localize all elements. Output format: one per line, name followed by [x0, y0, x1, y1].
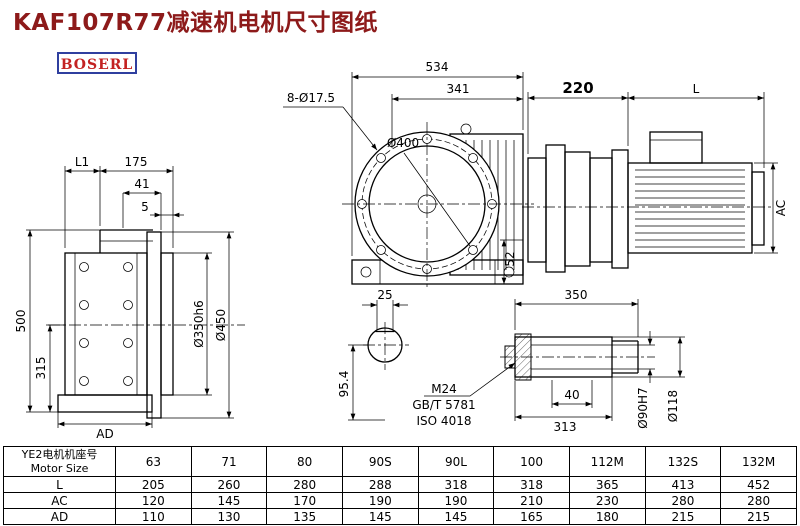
cell: 210 [493, 492, 570, 509]
dim-ad: AD [96, 427, 113, 441]
front-view: Ø400 534 341 8-Ø17.5 52 [283, 60, 534, 290]
cell: 190 [417, 492, 495, 509]
table-header-size: 90L [417, 446, 495, 477]
cell: 205 [115, 476, 192, 493]
table-header-motor-size: YE2电机机座号 Motor Size [3, 446, 116, 477]
cell: 260 [190, 476, 268, 493]
table-header-motor-size-cn: YE2电机机座号 [21, 447, 98, 461]
cell: 170 [266, 492, 343, 509]
dimension-drawing: L1 175 41 5 500 315 AD Ø350h6 Ø450 [14, 60, 788, 441]
dim-l: L [693, 82, 700, 96]
dim-41: 41 [134, 177, 149, 191]
cell: 288 [341, 476, 419, 493]
dim-ac: AC [774, 200, 788, 216]
table-row-l: L 205 260 280 288 318 318 365 413 452 [3, 476, 797, 493]
cell: 130 [190, 508, 268, 525]
dim-350h6: Ø350h6 [192, 300, 206, 348]
label-gbt-5781: GB/T 5781 [412, 398, 475, 412]
cell: 215 [644, 508, 722, 525]
motor-side-view: 220 L AC [522, 79, 788, 273]
table-header-size: 63 [115, 446, 192, 477]
dim-25: 25 [377, 288, 392, 302]
label-iso-4018: ISO 4018 [417, 414, 472, 428]
cell: 318 [493, 476, 570, 493]
table-header-row: YE2电机机座号 Motor Size 63 71 80 90S 90L 100… [3, 446, 797, 477]
table-header-size: 132S [644, 446, 722, 477]
dim-40: 40 [564, 388, 579, 402]
dim-52: 52 [503, 251, 517, 266]
table-header-size: 90S [341, 446, 419, 477]
dim-315: 315 [34, 357, 48, 380]
cell: 145 [417, 508, 495, 525]
label-m24: M24 [431, 382, 457, 396]
dim-450: Ø450 [214, 309, 228, 341]
cell: 165 [493, 508, 570, 525]
cell: 280 [644, 492, 722, 509]
table-header-size: 71 [190, 446, 268, 477]
cell: 180 [568, 508, 646, 525]
table-header-size: 112M [568, 446, 646, 477]
table-header-size: 80 [266, 446, 343, 477]
dim-313: 313 [554, 420, 577, 434]
cell: 452 [720, 476, 797, 493]
table-row-ac: AC 120 145 170 190 190 210 230 280 280 [3, 492, 797, 509]
cell: 190 [341, 492, 419, 509]
cell: 145 [341, 508, 419, 525]
dim-500: 500 [14, 310, 28, 333]
cell: 318 [417, 476, 495, 493]
dim-5: 5 [141, 200, 149, 214]
cell: 280 [720, 492, 797, 509]
motor-size-table: YE2电机机座号 Motor Size 63 71 80 90S 90L 100… [3, 446, 797, 525]
cell: 145 [190, 492, 268, 509]
dim-400: Ø400 [387, 136, 419, 150]
table-header-motor-size-en: Motor Size [30, 461, 89, 475]
hollow-shaft-detail: 350 40 313 Ø90H7 Ø118 [500, 288, 685, 434]
row-label: AD [3, 508, 116, 525]
side-view: L1 175 41 5 500 315 AD Ø350h6 Ø450 [14, 155, 245, 441]
cell: 110 [115, 508, 192, 525]
cell: 120 [115, 492, 192, 509]
dim-90h7: Ø90H7 [636, 387, 650, 428]
dim-l1: L1 [75, 155, 89, 169]
cell: 365 [568, 476, 646, 493]
brand-logo: BOSERL [57, 52, 137, 74]
page-title: KAF107R77减速机电机尺寸图纸 [13, 10, 379, 36]
dim-341: 341 [447, 82, 470, 96]
dim-350: 350 [565, 288, 588, 302]
cell: 230 [568, 492, 646, 509]
table-row-ad: AD 110 130 135 145 145 165 180 215 215 [3, 508, 797, 525]
table-header-size: 132M [720, 446, 797, 477]
dim-534: 534 [426, 60, 449, 74]
cell: 280 [266, 476, 343, 493]
shaft-section: 25 95.4 M24 GB/T 5781 ISO 4018 [337, 288, 516, 428]
cell: 413 [644, 476, 722, 493]
dim-118: Ø118 [666, 390, 680, 422]
cell: 215 [720, 508, 797, 525]
cell: 135 [266, 508, 343, 525]
dim-bolt-holes: 8-Ø17.5 [287, 91, 335, 105]
table-header-size: 100 [493, 446, 570, 477]
dim-175: 175 [125, 155, 148, 169]
row-label: AC [3, 492, 116, 509]
row-label: L [3, 476, 116, 493]
dim-220: 220 [562, 79, 593, 97]
dim-95-4: 95.4 [337, 371, 351, 398]
